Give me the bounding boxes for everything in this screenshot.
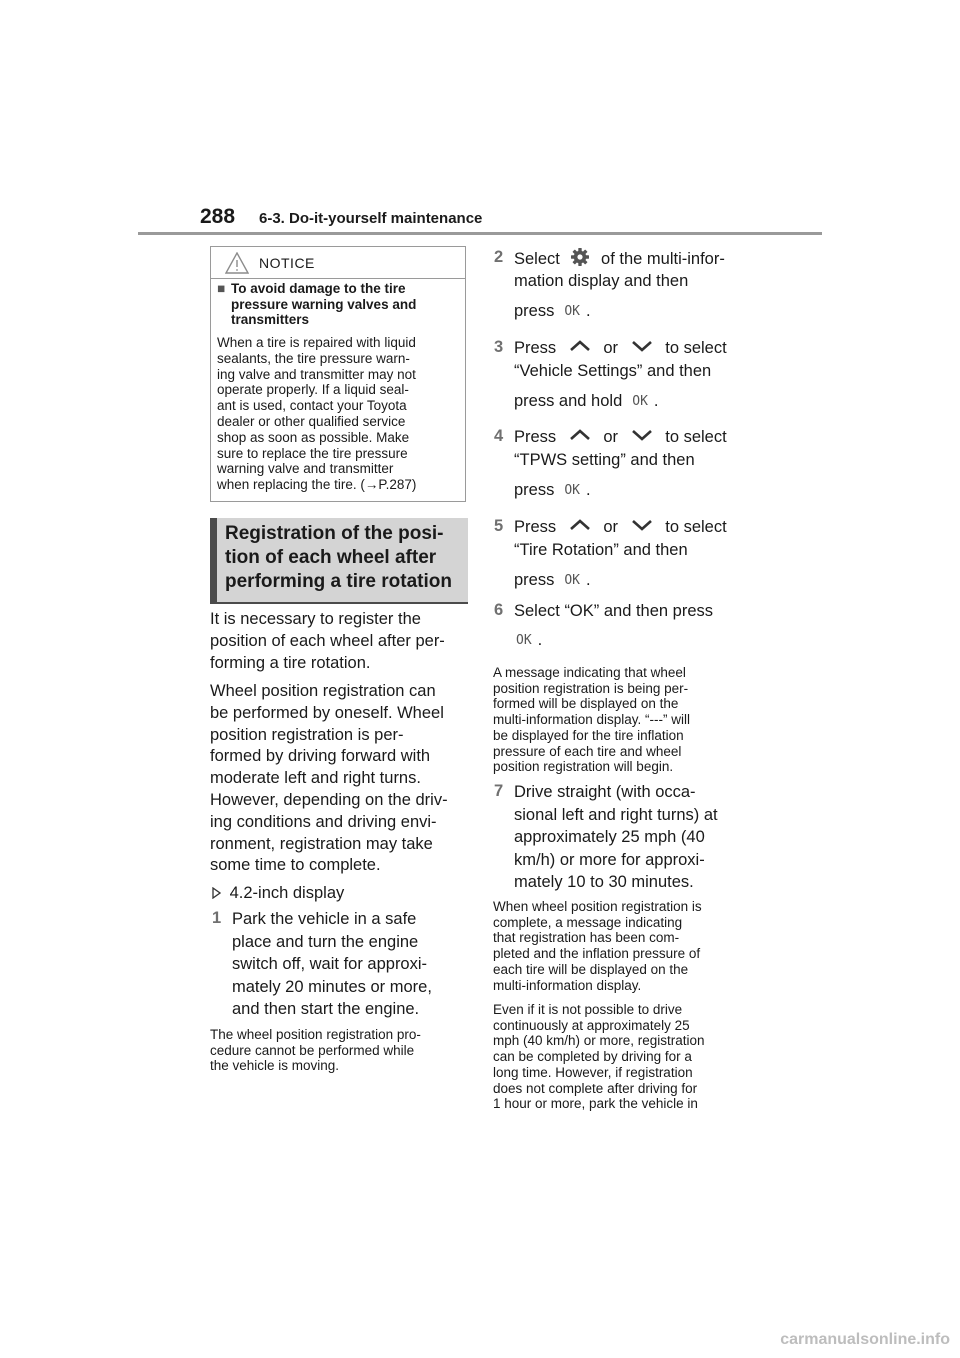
display-type-label: 4.2-inch display (229, 884, 345, 902)
step-5-line-2: “Tire Rotation” and then (514, 541, 688, 559)
warning-triangle-icon (225, 252, 249, 274)
settings-gear-icon (571, 248, 590, 266)
chevron-up-icon (569, 340, 590, 351)
section-heading-band: Registration of the posi- tion of each w… (210, 518, 468, 604)
continuation-note: Even if it is not possible to drive cont… (493, 1002, 705, 1112)
step-5-or-word: or (603, 518, 619, 536)
period: . (586, 571, 591, 589)
step-2-select-word: Select (514, 250, 560, 268)
step-2-number: 2 (494, 248, 504, 266)
step-4-number: 4 (494, 427, 504, 445)
notice-body: When a tire is repaired with liquid seal… (217, 335, 417, 493)
chevron-down-icon (631, 341, 652, 352)
step-4-line-2: “TPWS setting” and then (514, 451, 695, 469)
step-5-number: 5 (494, 517, 504, 535)
chevron-down-icon (631, 430, 652, 441)
ok-button-icon: OK (564, 304, 581, 319)
step-5-line-3: press OK. (514, 569, 591, 592)
period: . (586, 302, 591, 320)
step-3-line-3: press and hold OK. (514, 390, 659, 413)
step-4-or-word: or (603, 428, 619, 446)
section-title: 6-3. Do-it-yourself maintenance (259, 210, 483, 227)
notice-subheading: ■ To avoid damage to the tire pressure w… (217, 281, 461, 328)
step-3-line-1: Press or to select (514, 337, 727, 359)
step-6-line-2: OK. (506, 629, 542, 652)
period: . (537, 631, 543, 649)
ok-button-icon: OK (564, 573, 581, 588)
step-3-press-word: Press (514, 339, 557, 357)
step-2-text-b: of the multi-infor- (601, 250, 725, 268)
step-7-number: 7 (494, 782, 504, 800)
step-2-line-1: Select of the multi-infor- (514, 247, 725, 270)
step-2-line-2: mation display and then (514, 272, 689, 290)
step-7-text: Drive straight (with occa- sional left a… (514, 783, 718, 891)
intro-paragraph-2: Wheel position registration can be perfo… (210, 682, 448, 875)
step-5-line-1: Press or to select (514, 516, 727, 538)
chevron-up-icon (569, 429, 590, 440)
step-1-note: The wheel position registration pro- ced… (210, 1027, 421, 1074)
header-divider (138, 232, 822, 235)
message-note: A message indicating that wheel position… (493, 665, 691, 775)
step-5-select-text: to select (665, 518, 727, 536)
step-1-number: 1 (212, 909, 222, 927)
step-2-press-word: press (514, 302, 555, 320)
intro-paragraph-1: It is necessary to register the position… (210, 610, 445, 672)
step-2-line-3: press OK. (514, 300, 591, 323)
step-6-number: 6 (494, 601, 504, 619)
display-type-item: 4.2-inch display (212, 884, 344, 903)
step-3-or-word: or (603, 339, 619, 357)
step-4-line-3: press OK. (514, 479, 591, 502)
period: . (586, 481, 591, 499)
notice-box: NOTICE ■ To avoid damage to the tire pre… (210, 246, 466, 502)
step-6-line-1: Select “OK” and then press (514, 602, 714, 620)
chevron-up-icon (569, 519, 590, 530)
step-5-press-word: Press (514, 518, 557, 536)
ok-button-icon: OK (564, 483, 581, 498)
notice-title: NOTICE (259, 255, 315, 271)
square-bullet-icon: ■ (217, 281, 226, 296)
step-3-select-text: to select (665, 339, 727, 357)
ok-button-icon: OK (516, 633, 532, 648)
completion-note: When wheel position registration is comp… (493, 899, 702, 993)
step-3-line-2: “Vehicle Settings” and then (514, 362, 712, 380)
page-number: 288 (200, 205, 236, 228)
ok-button-icon: OK (632, 394, 648, 409)
period: . (653, 392, 659, 410)
section-heading: Registration of the posi- tion of each w… (225, 523, 452, 592)
chevron-down-icon (631, 520, 652, 531)
step-3-press-hold-text: press and hold (514, 392, 623, 410)
step-4-press-word: Press (514, 428, 557, 446)
step-4-press-word-2: press (514, 481, 555, 499)
step-4-line-1: Press or to select (514, 426, 727, 448)
step-3-number: 3 (494, 338, 504, 356)
arrow-bullet-icon (212, 886, 222, 900)
notice-subheading-text: To avoid damage to the tire pressure war… (231, 281, 417, 327)
step-1-text: Park the vehicle in a safe place and tur… (232, 910, 432, 1018)
step-4-select-text: to select (665, 428, 727, 446)
notice-header: NOTICE (211, 247, 465, 279)
step-5-press-word-2: press (514, 571, 555, 589)
watermark: carmanualsonline.info (780, 1331, 950, 1348)
